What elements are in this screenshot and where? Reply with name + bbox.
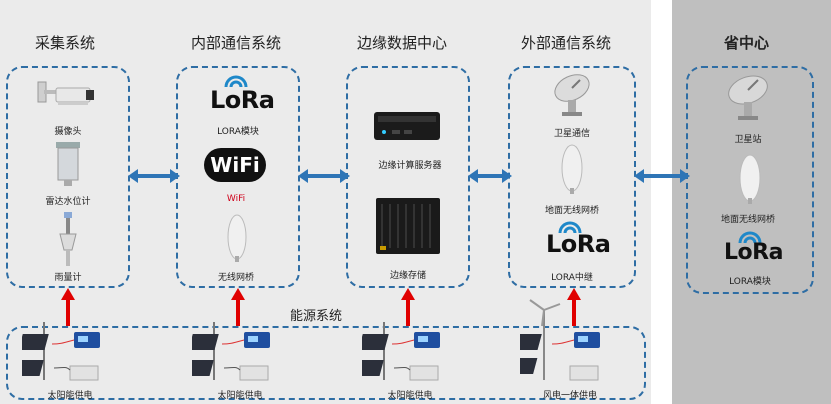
energy-title: 能源系统 [290, 309, 343, 324]
internal-comm-title: 内部通信系统 [191, 34, 282, 52]
radar-gauge-label: 雷达水位计 [45, 197, 91, 207]
province-bridge-label: 地面无线网桥 [720, 215, 776, 225]
lora-module-label: LORA模块 [217, 127, 259, 137]
lora-logo: LoRa [546, 230, 611, 258]
wind-turbine-icon [520, 299, 600, 381]
bridge-antenna-icon [561, 144, 583, 194]
satellite-station-label: 卫星站 [734, 135, 762, 145]
lora-logo: LoRa [210, 86, 275, 114]
satellite-dish-icon [554, 74, 590, 116]
server-icon [374, 112, 440, 140]
bridge-antenna-icon [739, 154, 761, 204]
wifi-logo: WiFi [204, 148, 266, 182]
satellite-dish-icon [728, 75, 768, 120]
power-arrow [61, 288, 75, 326]
panel-divider [661, 0, 663, 404]
solar-supply-label: 太阳能供电 [47, 391, 93, 401]
lora-wave-icon [738, 231, 762, 244]
energy-box [6, 326, 646, 400]
bidirectional-arrow [634, 169, 690, 183]
bidirectional-arrow [128, 169, 180, 183]
power-arrow [401, 288, 415, 326]
lora-wave-icon [558, 221, 582, 234]
lora-relay-label: LORA中继 [551, 273, 593, 283]
lora-logo: LoRa [724, 240, 783, 265]
edge-storage-label: 边缘存储 [389, 271, 427, 281]
acquisition-title: 采集系统 [35, 34, 96, 52]
solar-supply-label: 太阳能供电 [387, 391, 433, 401]
camera-icon [37, 81, 94, 105]
power-arrow [231, 288, 245, 326]
radar-gauge-icon [56, 142, 80, 186]
bidirectional-arrow [298, 169, 350, 183]
rain-gauge-label: 雨量计 [54, 273, 82, 283]
solar-panel-icon [192, 322, 270, 381]
camera-label: 摄像头 [54, 127, 82, 137]
bridge-antenna-icon [227, 214, 247, 262]
bidirectional-arrow [468, 169, 512, 183]
wifi-label: WiFi [226, 194, 246, 204]
edge-title: 边缘数据中心 [357, 34, 448, 52]
lora-wave-icon [224, 75, 248, 88]
solar-panel-icon [22, 322, 100, 381]
external-comm-title: 外部通信系统 [521, 34, 612, 52]
solar-panel-icon [362, 322, 440, 381]
ground-bridge-label: 地面无线网桥 [544, 206, 600, 216]
province-lora-label: LORA模块 [729, 277, 771, 287]
wireless-bridge-label: 无线网桥 [217, 273, 255, 283]
solar-supply-label: 太阳能供电 [217, 391, 263, 401]
storage-icon [376, 198, 440, 254]
acquisition-box [6, 66, 130, 288]
province-box [686, 66, 814, 294]
province-title: 省中心 [724, 34, 770, 52]
satellite-comm-label: 卫星通信 [553, 129, 591, 139]
edge-server-label: 边缘计算服务器 [378, 161, 442, 171]
power-arrow [567, 288, 581, 326]
rain-gauge-icon [59, 212, 77, 266]
wind-solar-supply-label: 风电一体供电 [542, 391, 598, 401]
